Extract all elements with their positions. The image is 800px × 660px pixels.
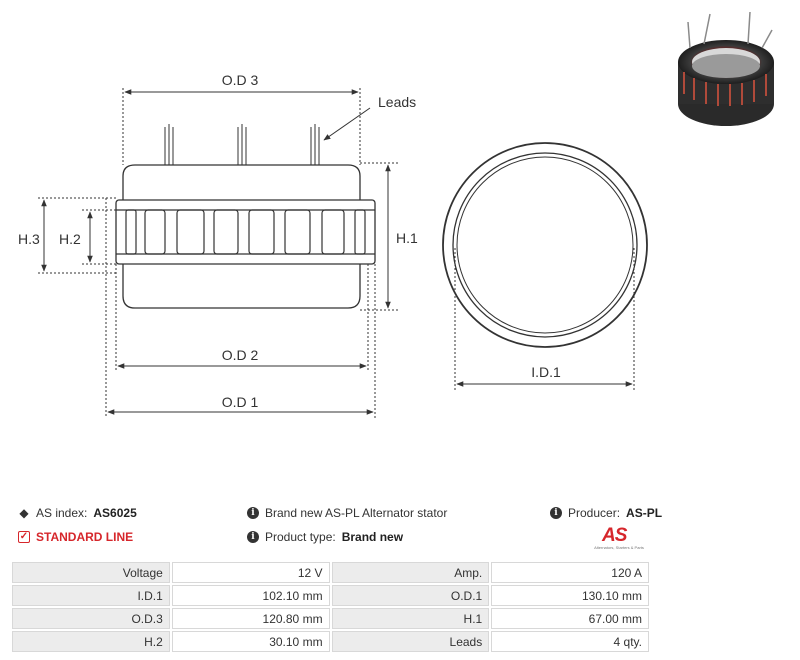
label-h3: H.3 [18, 231, 40, 247]
tag-icon: ◆ [19, 506, 29, 520]
producer-label: Producer: [568, 506, 621, 520]
id-dimension [454, 248, 635, 390]
spec-label: O.D.3 [12, 608, 170, 629]
bottom-winding [122, 264, 361, 309]
info-icon: i [247, 507, 259, 519]
as-index-value: AS6025 [93, 506, 137, 520]
spec-value: 30.10 mm [171, 631, 330, 652]
product-type: i Product type: Brand new [247, 530, 403, 544]
dimension-lines [38, 88, 398, 418]
spec-label: H.1 [331, 608, 490, 629]
info-icon: i [247, 531, 259, 543]
description: i Brand new AS-PL Alternator stator [247, 506, 447, 520]
label-od2: O.D 2 [222, 347, 259, 363]
standard-line-label: STANDARD LINE [36, 530, 134, 544]
spec-label: I.D.1 [12, 585, 170, 606]
table-row: H.2 30.10 mm Leads 4 qty. [12, 631, 649, 652]
table-row: Voltage 12 V Amp. 120 A [12, 562, 649, 583]
stator-core [115, 199, 376, 265]
specs-table: Voltage 12 V Amp. 120 A I.D.1 102.10 mm … [10, 560, 651, 654]
label-h1: H.1 [396, 230, 418, 246]
spec-label: H.2 [12, 631, 170, 652]
as-index: ◆ AS index: AS6025 [18, 506, 137, 520]
spec-value: 120.80 mm [171, 608, 330, 629]
product-type-label: Product type: [265, 530, 336, 544]
label-od3: O.D 3 [222, 72, 259, 88]
check-icon: ✓ [18, 531, 30, 543]
table-row: O.D.3 120.80 mm H.1 67.00 mm [12, 608, 649, 629]
spec-value: 4 qty. [491, 631, 649, 652]
top-winding [122, 164, 361, 200]
spec-label: Voltage [12, 562, 170, 583]
info-icon: i [550, 507, 562, 519]
logo-mark: AS [602, 525, 627, 546]
as-index-label: AS index: [36, 506, 88, 520]
producer-value: AS-PL [626, 506, 663, 520]
standard-line: ✓ STANDARD LINE [18, 530, 133, 544]
label-od1: O.D 1 [222, 394, 259, 410]
stator-side-view [115, 124, 376, 309]
producer: i Producer: AS-PL [550, 506, 662, 520]
spec-value: 120 A [491, 562, 649, 583]
as-pl-logo: AS Alternators, Starters & Parts [584, 525, 654, 553]
table-row: I.D.1 102.10 mm O.D.1 130.10 mm [12, 585, 649, 606]
description-text: Brand new AS-PL Alternator stator [265, 506, 448, 520]
stator-photo-icon [678, 11, 774, 126]
product-type-value: Brand new [341, 530, 404, 544]
spec-label: Amp. [331, 562, 490, 583]
spec-value: 130.10 mm [491, 585, 649, 606]
logo-tagline: Alternators, Starters & Parts [594, 545, 644, 550]
label-leads: Leads [378, 94, 416, 110]
label-id1: I.D.1 [531, 364, 561, 380]
stator-top-view [442, 142, 648, 348]
core-slots [125, 209, 366, 255]
spec-value: 102.10 mm [171, 585, 330, 606]
spec-label: O.D.1 [331, 585, 490, 606]
spec-value: 67.00 mm [491, 608, 649, 629]
spec-label: Leads [331, 631, 490, 652]
spec-value: 12 V [171, 562, 330, 583]
label-h2: H.2 [59, 231, 81, 247]
lead-wires [164, 124, 320, 165]
technical-drawing: O.D 3 Leads H.3 H.2 H.1 O.D 2 O.D 1 I.D.… [18, 11, 774, 418]
